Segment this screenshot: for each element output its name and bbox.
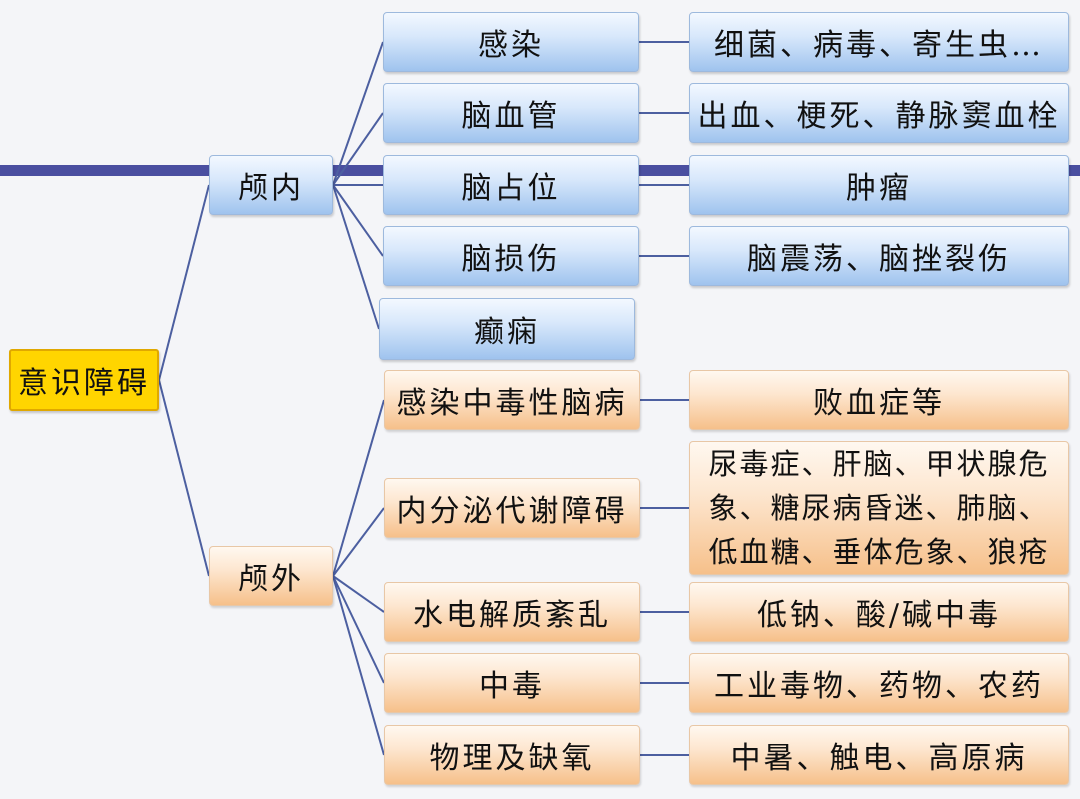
connector-intracranial-branch-to-cause-4: [332, 184, 380, 330]
connector-extracranial-branch-to-cause-1: [332, 507, 385, 577]
detail-cerebrovascular: 出血、梗死、静脉窦血栓: [689, 83, 1069, 143]
cause-cerebrovascular: 脑血管: [383, 83, 639, 143]
connector-extracranial-branch-to-cause-4: [332, 575, 385, 756]
cause-space-occupying: 脑占位: [383, 155, 639, 215]
detail-electrolyte-disorder: 低钠、酸/碱中毒: [689, 582, 1069, 642]
detail-septic-encephalopathy: 败血症等: [689, 370, 1069, 430]
branch-intracranial: 颅内: [209, 155, 333, 215]
cause-epilepsy: 癫痫: [379, 298, 635, 360]
connector-intracranial-branch-to-cause-0: [332, 41, 384, 186]
detail-infection: 细菌、病毒、寄生虫…: [689, 12, 1069, 72]
detail-space-occupying: 肿瘤: [689, 155, 1069, 215]
cause-poisoning: 中毒: [384, 653, 640, 713]
root-node: 意识障碍: [9, 349, 159, 411]
cause-endocrine-metabolic: 内分泌代谢障碍: [384, 478, 640, 538]
detail-poisoning: 工业毒物、药物、农药: [689, 653, 1069, 713]
connector-extracranial-branch-to-cause-2: [332, 575, 385, 613]
connector-intracranial-branch-to-cause-3: [332, 184, 384, 257]
connector-extracranial-branch-to-cause-3: [332, 575, 385, 684]
connector-extracranial-branch-to-cause-0: [332, 399, 385, 577]
detail-endocrine-metabolic: 尿毒症、肝脑、甲状腺危象、糖尿病昏迷、肺脑、低血糖、垂体危象、狼疮: [689, 441, 1069, 575]
cause-electrolyte-disorder: 水电解质紊乱: [384, 582, 640, 642]
connector-intracranial-branch-to-cause-1: [332, 112, 384, 186]
cause-brain-injury: 脑损伤: [383, 226, 639, 286]
detail-brain-injury: 脑震荡、脑挫裂伤: [689, 226, 1069, 286]
cause-septic-encephalopathy: 感染中毒性脑病: [384, 370, 640, 430]
connector-root-intracranial: [158, 184, 210, 381]
connector-root-extracranial: [158, 379, 210, 577]
cause-physical-hypoxia: 物理及缺氧: [384, 725, 640, 785]
detail-physical-hypoxia: 中暑、触电、高原病: [689, 725, 1069, 785]
cause-infection: 感染: [383, 12, 639, 72]
branch-extracranial: 颅外: [209, 546, 333, 606]
